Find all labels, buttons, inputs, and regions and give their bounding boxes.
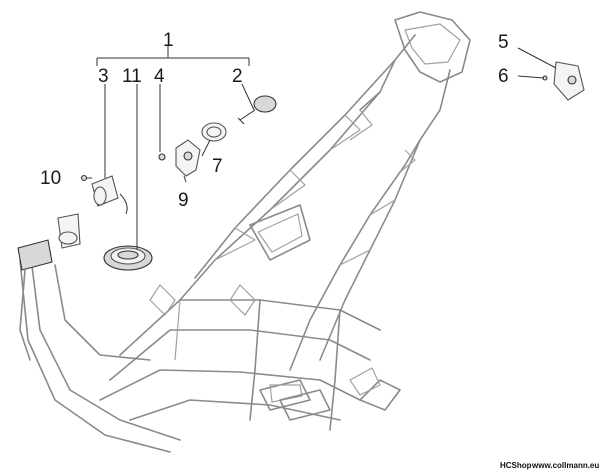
callout-6: 6: [498, 66, 509, 87]
callout-4: 4: [154, 66, 165, 87]
callout-10: 10: [40, 168, 61, 189]
callout-3: 3: [98, 66, 109, 87]
callout-7: 7: [212, 156, 223, 177]
cap-part: [57, 213, 81, 249]
callout-5: 5: [498, 32, 509, 53]
scooter-frame: [17, 11, 471, 453]
footer-site: www.collmann.eu: [531, 461, 599, 470]
top-right-bracket-part: [542, 61, 585, 101]
latch-part: [80, 174, 128, 215]
leader-lines: [86, 46, 557, 250]
callout-2: 2: [232, 66, 243, 87]
ring-part: [201, 122, 227, 142]
screw-part: [158, 153, 166, 161]
fuel-cap-part: [103, 245, 153, 271]
lock-bracket-part: [175, 139, 201, 177]
callout-9: 9: [178, 190, 189, 211]
callout-1: 1: [163, 30, 174, 51]
footer-shop: HCShop: [500, 461, 532, 470]
key-part: [237, 95, 277, 125]
callout-11: 11: [122, 66, 142, 87]
